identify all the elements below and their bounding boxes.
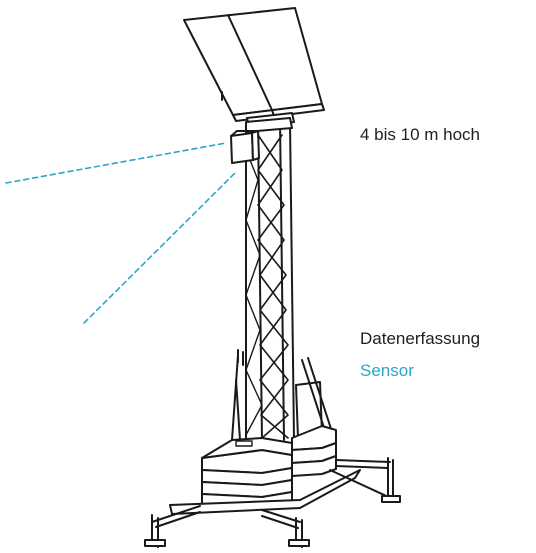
- data-collection-label: Datenerfassung: [360, 329, 481, 348]
- sensor-label: Sensor: [360, 361, 414, 380]
- ballast-weights: [201, 437, 293, 510]
- lattice-mast-icon: [245, 117, 295, 441]
- sensor-box-icon: [230, 130, 260, 164]
- trailer-base-icon: [144, 349, 401, 548]
- sensor-detection-lines: [5, 142, 237, 324]
- solar-panel-icon: [183, 7, 325, 122]
- height-label: 4 bis 10 m hoch: [360, 125, 481, 144]
- rear-ballast-weights: [291, 425, 337, 477]
